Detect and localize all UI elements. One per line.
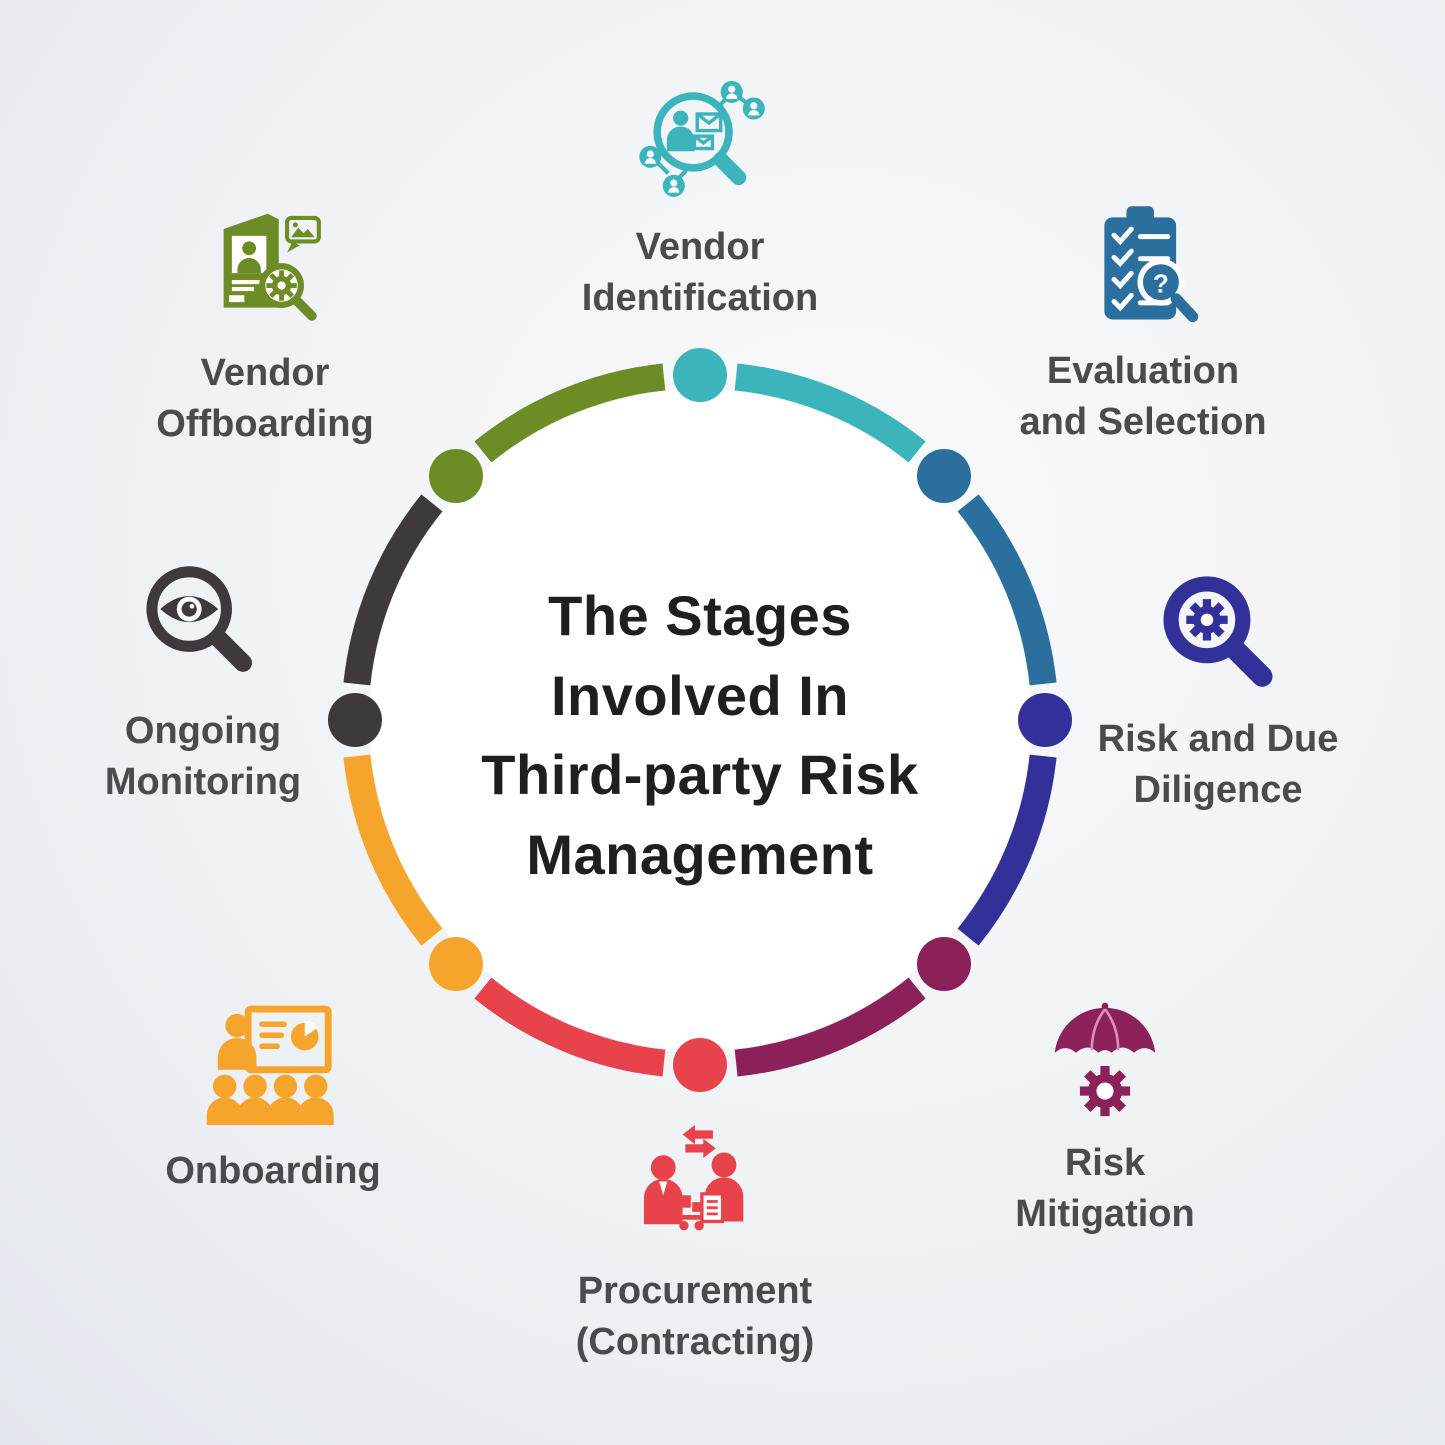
checklist-magnifier-icon: ? <box>1074 198 1212 336</box>
stage-risk-mitigation: Risk Mitigation <box>905 996 1305 1240</box>
stage-procurement: Procurement (Contracting) <box>495 1118 895 1368</box>
umbrella-gear-icon <box>1039 996 1171 1128</box>
stage-risk-due-diligence: Risk and Due Diligence <box>1018 566 1418 816</box>
magnifier-eye-icon <box>134 558 272 696</box>
stage-label-risk-mitigation: Risk Mitigation <box>1015 1142 1195 1235</box>
stage-evaluation-selection: ? Evaluation and Selection <box>943 198 1343 448</box>
stage-onboarding: Onboarding <box>73 998 473 1197</box>
stage-label-vendor-offboarding: Vendor Offboarding <box>156 352 374 445</box>
stage-label-vendor-identification: Vendor Identification <box>581 226 819 319</box>
svg-text:?: ? <box>1153 269 1169 299</box>
people-exchange-icon <box>624 1118 766 1256</box>
stage-ongoing-monitoring: Ongoing Monitoring <box>3 558 403 808</box>
stage-label-procurement: Procurement (Contracting) <box>575 1270 815 1363</box>
magnifier-gear-icon <box>1149 566 1287 704</box>
vendor-file-gear-icon <box>194 200 336 338</box>
stage-label-risk-due-diligence: Risk and Due Diligence <box>1097 718 1339 811</box>
stage-vendor-identification: Vendor Identification <box>500 74 900 324</box>
stage-label-ongoing-monitoring: Ongoing Monitoring <box>104 710 302 803</box>
stage-vendor-offboarding: Vendor Offboarding <box>65 200 465 450</box>
stage-label-evaluation-selection: Evaluation and Selection <box>1019 350 1267 443</box>
magnifier-person-network-icon <box>629 74 771 212</box>
diagram-title: The Stages Involved In Third-party Risk … <box>481 583 919 886</box>
stage-label-onboarding: Onboarding <box>165 1150 381 1192</box>
training-presentation-icon <box>202 998 344 1136</box>
